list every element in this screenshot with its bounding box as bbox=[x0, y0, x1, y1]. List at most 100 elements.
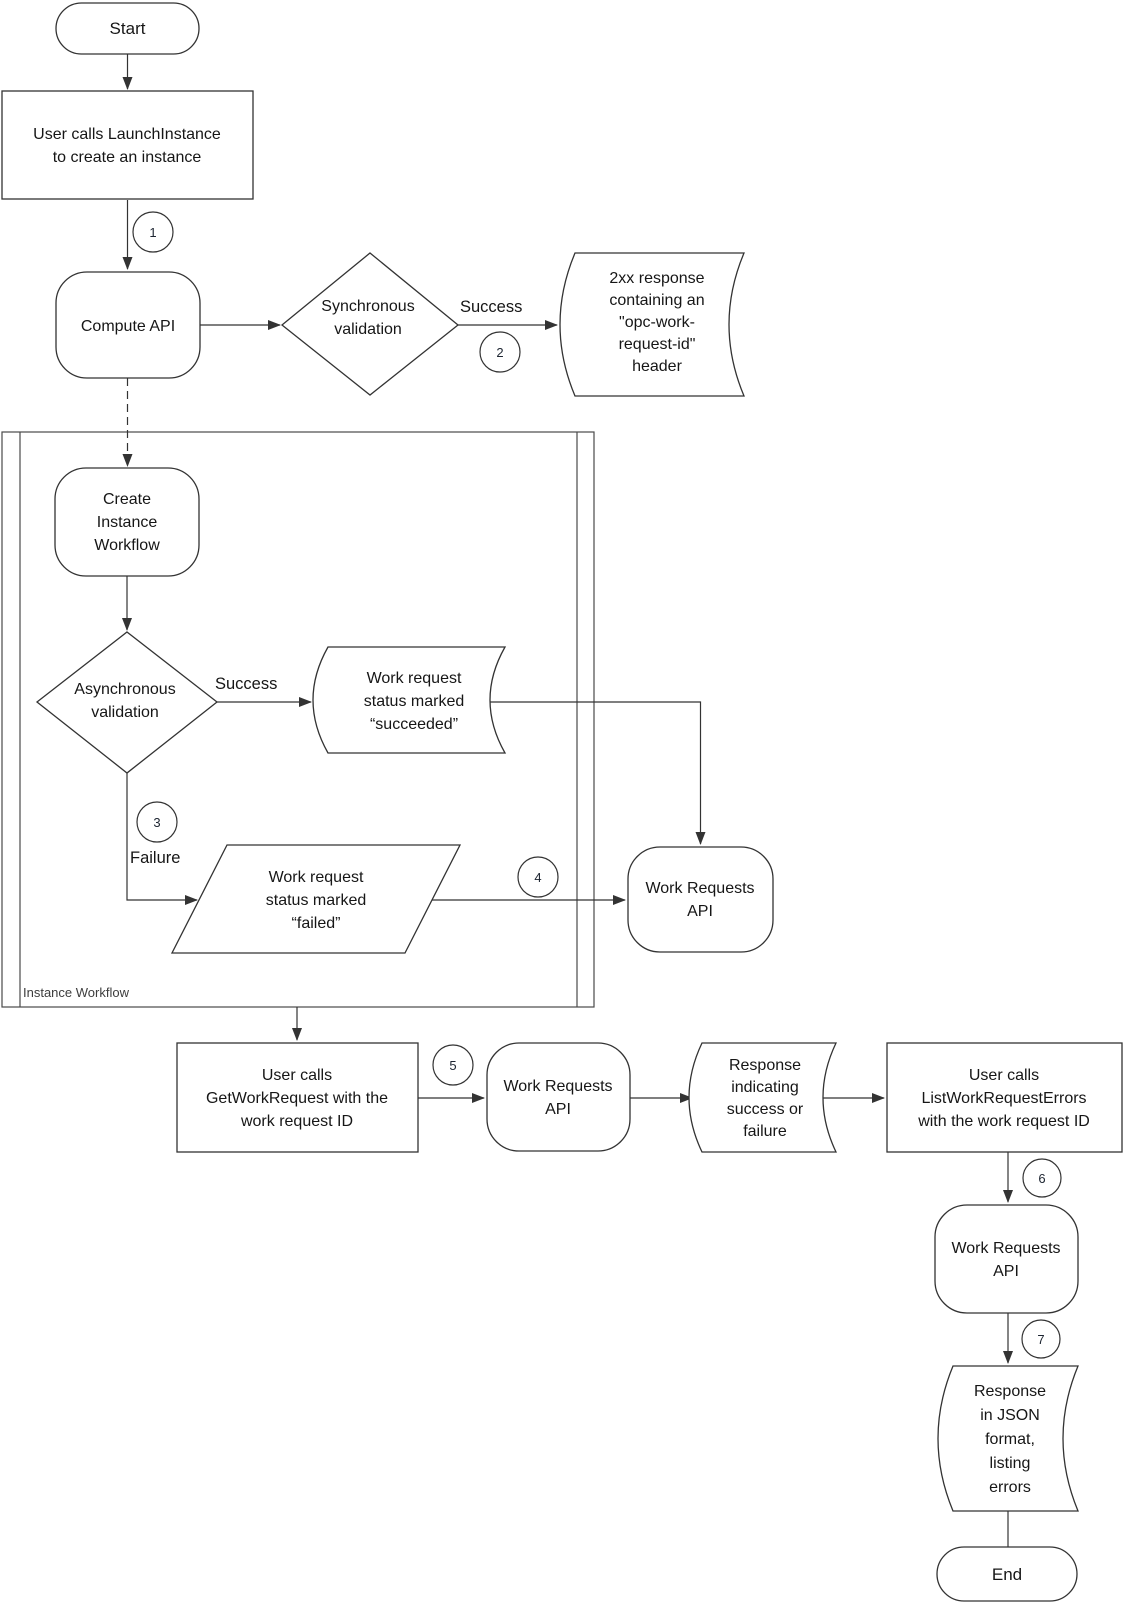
edge-succeeded-to-work-requests-api-1 bbox=[490, 701, 706, 845]
node-work-requests-api-2: Work Requests API bbox=[486, 1042, 631, 1152]
node-label-line: status marked bbox=[364, 693, 464, 710]
node-label-line: "opc-work- bbox=[619, 314, 695, 331]
step-number: 2 bbox=[496, 345, 503, 360]
node-label-line: User calls LaunchInstance bbox=[33, 126, 221, 143]
node-label-line: status marked bbox=[266, 892, 366, 909]
node-label-line: Response bbox=[974, 1383, 1046, 1400]
node-work-requests-api-1: Work Requests API bbox=[627, 846, 774, 953]
node-label-line: Asynchronous bbox=[74, 681, 175, 698]
node-label-line: “succeeded” bbox=[370, 716, 458, 733]
container-label: Instance Workflow bbox=[23, 985, 130, 1000]
step-circle-1: 1 bbox=[132, 211, 174, 253]
decision-shape bbox=[280, 252, 460, 396]
stored-data-shape bbox=[688, 1042, 838, 1153]
rounded-process-shape bbox=[54, 467, 200, 577]
node-list-work-request-errors: User calls ListWorkRequestErrors with th… bbox=[886, 1042, 1123, 1153]
step-number: 1 bbox=[149, 225, 156, 240]
node-get-work-request: User calls GetWorkRequest with the work … bbox=[176, 1042, 419, 1153]
process-shape bbox=[886, 1042, 1123, 1153]
edge-label-success-async: Success bbox=[215, 675, 277, 693]
node-label-line: API bbox=[545, 1101, 571, 1118]
node-wr-succeeded: Work request status marked “succeeded” bbox=[312, 646, 507, 754]
container-instance-workflow: Instance Workflow bbox=[1, 431, 595, 1008]
node-response-json: Response in JSON format, listing errors bbox=[937, 1365, 1079, 1512]
step-number: 7 bbox=[1037, 1332, 1044, 1347]
node-compute-api: Compute API bbox=[55, 271, 201, 379]
rounded-process-shape bbox=[627, 846, 774, 953]
container-border bbox=[1, 431, 595, 1008]
node-label-line: Workflow bbox=[94, 537, 160, 554]
step-circle-3: 3 bbox=[136, 801, 178, 843]
edges bbox=[122, 54, 1013, 1547]
stored-data-shape bbox=[312, 646, 507, 754]
step-circle-7: 7 bbox=[1021, 1319, 1061, 1359]
node-label-line: to create an instance bbox=[53, 149, 202, 166]
node-label-line: User calls bbox=[262, 1067, 332, 1084]
node-end: End bbox=[936, 1546, 1078, 1602]
edge-label-success-sync: Success bbox=[460, 298, 522, 316]
node-label-line: format, bbox=[985, 1431, 1035, 1448]
node-launch-instance: User calls LaunchInstance to create an i… bbox=[1, 90, 254, 200]
node-label-line: Work Requests bbox=[503, 1078, 612, 1095]
step-number: 5 bbox=[449, 1058, 456, 1073]
node-label-line: request-id" bbox=[619, 336, 696, 353]
step-number: 6 bbox=[1038, 1171, 1045, 1186]
node-label-line: API bbox=[993, 1263, 1019, 1280]
node-label-line: with the work request ID bbox=[917, 1113, 1090, 1130]
node-label-line: 2xx response bbox=[609, 270, 704, 287]
node-label-line: Instance bbox=[97, 514, 158, 531]
node-label-line: errors bbox=[989, 1479, 1031, 1496]
node-create-instance-workflow: Create Instance Workflow bbox=[54, 467, 200, 577]
step-number: 3 bbox=[153, 815, 160, 830]
node-sync-validation: Synchronous validation bbox=[280, 252, 460, 396]
node-wr-failed: Work request status marked “failed” bbox=[170, 844, 462, 954]
node-label-line: GetWorkRequest with the bbox=[206, 1090, 388, 1107]
node-label-line: Create bbox=[103, 491, 151, 508]
node-label-line: listing bbox=[990, 1455, 1031, 1472]
node-label-line: success or bbox=[727, 1101, 804, 1118]
node-label: End bbox=[992, 1565, 1022, 1584]
node-label-line: failure bbox=[743, 1123, 787, 1140]
step-circle-4: 4 bbox=[517, 856, 559, 898]
rounded-process-shape bbox=[486, 1042, 631, 1152]
node-label-line: in JSON bbox=[980, 1407, 1040, 1424]
node-label-line: validation bbox=[334, 321, 402, 338]
node-label-line: containing an bbox=[609, 292, 704, 309]
edge-async-validation-to-failed bbox=[126, 773, 198, 905]
node-response-status: Response indicating success or failure bbox=[688, 1042, 838, 1153]
node-label-line: API bbox=[687, 903, 713, 920]
node-label-line: Work Requests bbox=[951, 1240, 1060, 1257]
stored-data-shape bbox=[559, 252, 745, 397]
node-label-line: header bbox=[632, 358, 682, 375]
node-label-line: validation bbox=[91, 704, 159, 721]
node-label-line: User calls bbox=[969, 1067, 1039, 1084]
input-output-shape bbox=[170, 844, 462, 954]
process-shape bbox=[1, 90, 254, 200]
step-number: 4 bbox=[534, 870, 541, 885]
decision-shape bbox=[35, 631, 219, 774]
step-circle-6: 6 bbox=[1022, 1158, 1062, 1198]
node-label-line: Work request bbox=[367, 670, 462, 687]
rounded-process-shape bbox=[55, 271, 201, 379]
node-async-validation: Asynchronous validation bbox=[35, 631, 219, 774]
node-label: Compute API bbox=[81, 318, 175, 335]
process-shape bbox=[176, 1042, 419, 1153]
stored-data-shape bbox=[937, 1365, 1079, 1512]
node-label-line: Work Requests bbox=[645, 880, 754, 897]
node-label-line: Response bbox=[729, 1057, 801, 1074]
terminator-shape bbox=[55, 2, 200, 55]
step-circle-5: 5 bbox=[432, 1044, 474, 1086]
node-response-2xx: 2xx response containing an "opc-work- re… bbox=[559, 252, 745, 397]
node-label-line: “failed” bbox=[292, 915, 341, 932]
edge-label-failure: Failure bbox=[130, 849, 180, 867]
step-circle-2: 2 bbox=[479, 331, 521, 373]
node-label: Start bbox=[110, 19, 146, 38]
node-label-line: indicating bbox=[731, 1079, 799, 1096]
rounded-process-shape bbox=[934, 1204, 1079, 1314]
node-label-line: Work request bbox=[269, 869, 364, 886]
terminator-shape bbox=[936, 1546, 1078, 1602]
node-start: Start bbox=[55, 2, 200, 55]
node-label-line: Synchronous bbox=[321, 298, 414, 315]
node-label-line: work request ID bbox=[240, 1113, 353, 1130]
